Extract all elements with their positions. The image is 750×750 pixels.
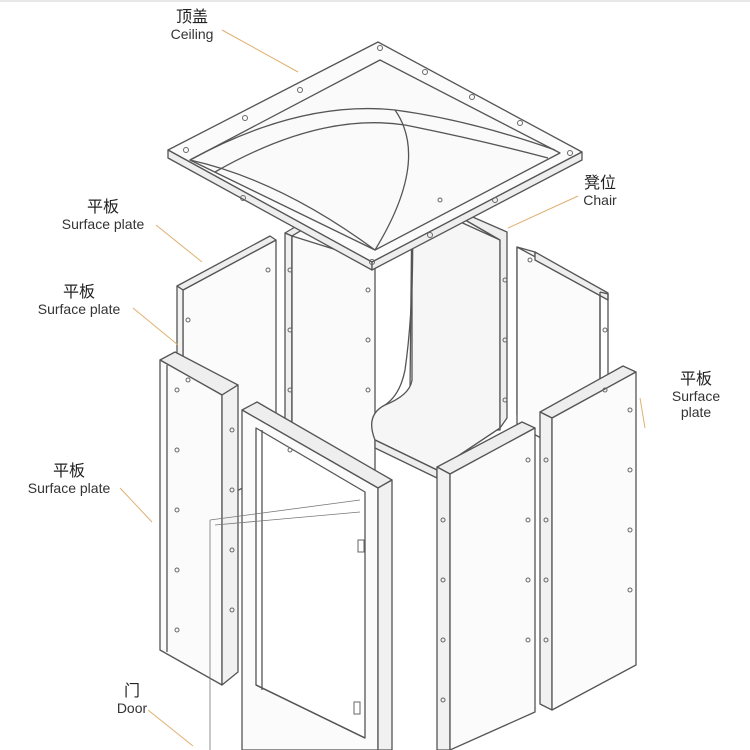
bolt-holes	[174, 45, 633, 703]
label-chair-en: Chair	[583, 192, 617, 209]
label-surface-plate-right-en1: Surface	[671, 388, 721, 405]
label-surface-plate-3-en: Surface plate	[27, 480, 111, 497]
guide-lines	[209, 499, 361, 750]
label-surface-plate-right: 平板 Surface plate	[662, 369, 730, 421]
label-surface-plate-2: 平板 Surface plate	[24, 282, 134, 318]
leader-lines	[119, 29, 646, 747]
label-ceiling-cn: 顶盖	[175, 7, 208, 26]
ceiling-panel	[167, 41, 583, 271]
label-ceiling-en: Ceiling	[170, 26, 214, 43]
label-surface-plate-1: 平板 Surface plate	[48, 197, 158, 233]
label-chair-cn: 凳位	[583, 173, 616, 192]
label-surface-plate-2-cn: 平板	[62, 282, 95, 301]
label-surface-plate-3: 平板 Surface plate	[14, 461, 124, 497]
door-frame	[241, 401, 393, 750]
label-door-en: Door	[116, 700, 148, 717]
front-left-panel	[159, 351, 239, 686]
label-surface-plate-1-cn: 平板	[86, 197, 119, 216]
label-door: 门 Door	[108, 681, 156, 717]
label-surface-plate-2-en: Surface plate	[37, 301, 121, 318]
label-surface-plate-right-cn: 平板	[679, 369, 712, 388]
top-border	[0, 0, 750, 2]
label-door-cn: 门	[123, 681, 140, 700]
door-handles	[353, 539, 365, 715]
chair-seat	[371, 193, 508, 479]
label-surface-plate-3-cn: 平板	[52, 461, 85, 480]
front-right-panel	[436, 421, 536, 750]
far-right-panel	[539, 365, 637, 711]
label-chair: 凳位 Chair	[570, 173, 630, 209]
label-surface-plate-right-en2: plate	[680, 404, 712, 421]
label-ceiling: 顶盖 Ceiling	[160, 7, 224, 43]
label-surface-plate-1-en: Surface plate	[61, 216, 145, 233]
